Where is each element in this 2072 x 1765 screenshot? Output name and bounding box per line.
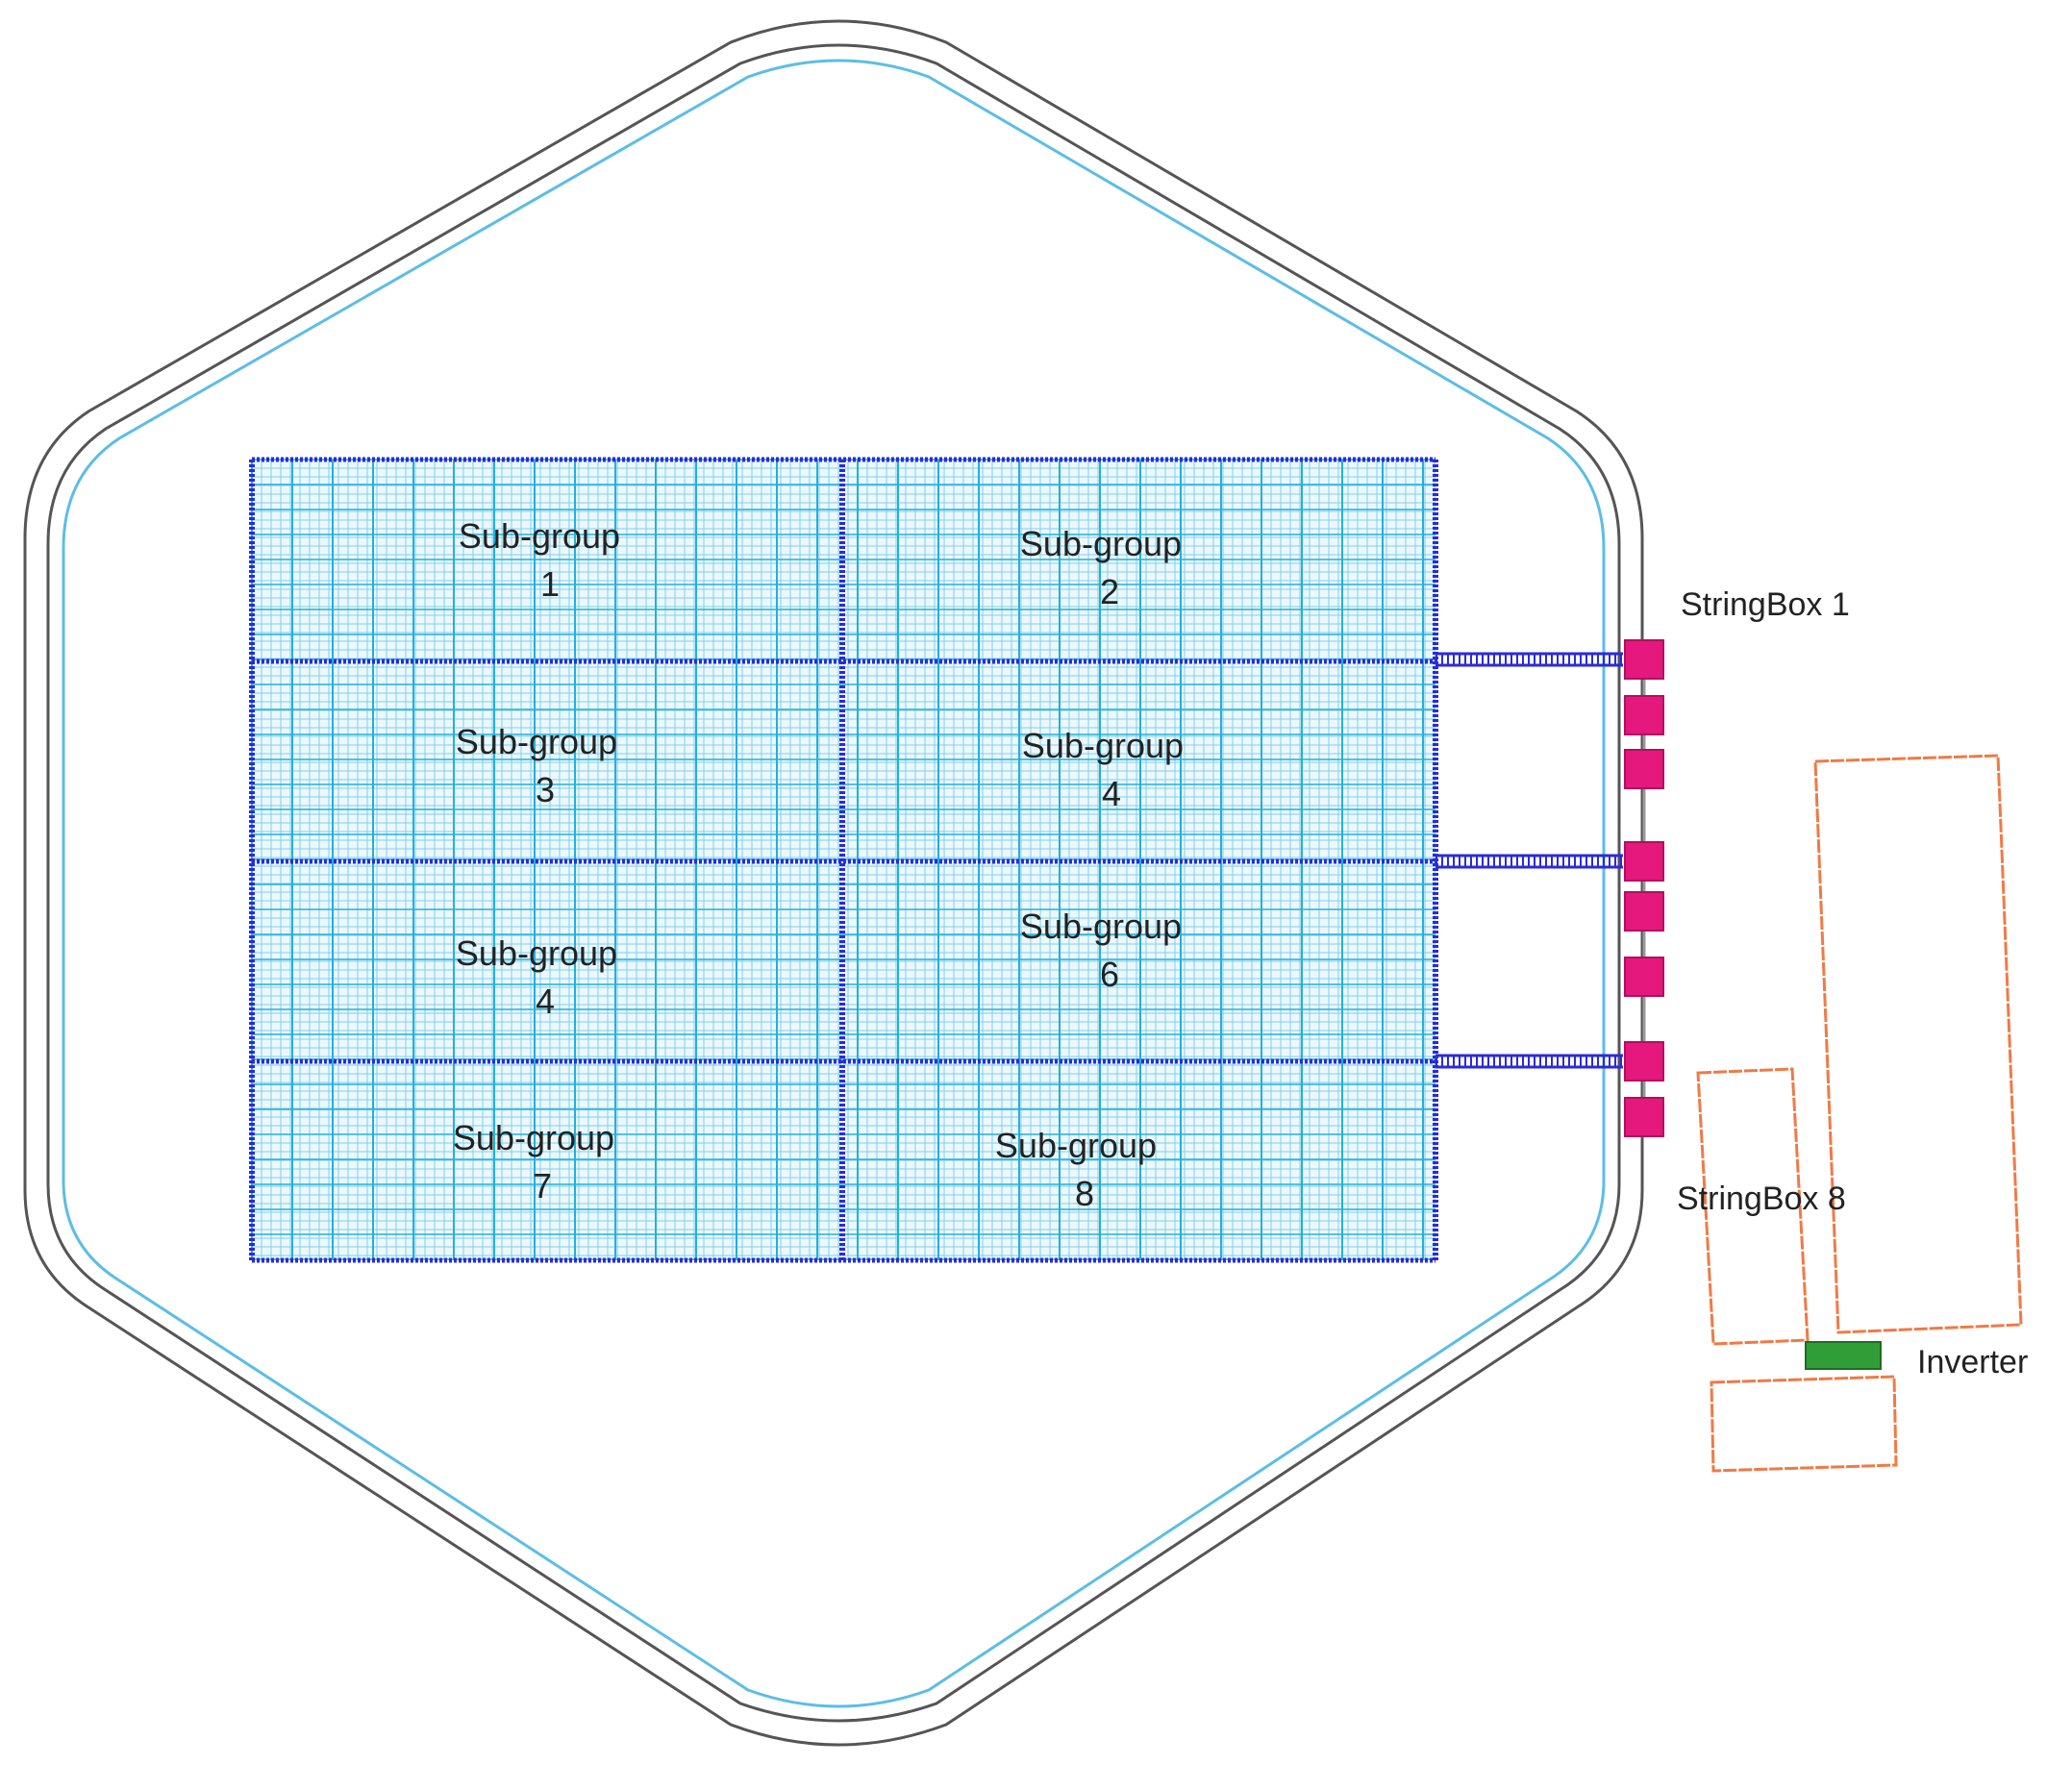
subgroup-title: Sub-group xyxy=(1020,524,1182,563)
pond-water-edge xyxy=(62,59,1606,1708)
subgroup-number: 6 xyxy=(1100,955,1119,994)
subgroup-number: 3 xyxy=(536,770,555,809)
subgroup-label-3: Sub-group 3 xyxy=(456,722,627,809)
pond-boundary xyxy=(23,19,1644,1747)
subgroup-title: Sub-group xyxy=(1022,726,1184,765)
subgroup-label-4-lower: Sub-group 4 xyxy=(456,933,627,1021)
subgroup-title: Sub-group xyxy=(453,1118,614,1157)
subgroup-boundaries xyxy=(249,457,1438,1263)
stringbox-3 xyxy=(1624,749,1664,789)
subgroup-number: 4 xyxy=(1102,774,1121,813)
pond-outer-ring xyxy=(23,19,1644,1747)
subgroup-number: 1 xyxy=(540,564,560,604)
subgroup-label-8: Sub-group 8 xyxy=(995,1126,1166,1213)
stringboxes xyxy=(1624,639,1664,1137)
pond-middle-ring xyxy=(46,43,1621,1723)
building-large xyxy=(1813,754,2023,1334)
stringbox-1 xyxy=(1624,639,1664,680)
subgroup-title: Sub-group xyxy=(456,722,617,761)
subgroup-title: Sub-group xyxy=(456,933,617,973)
subgroup-label-6: Sub-group 6 xyxy=(1020,907,1191,994)
subgroup-label-1: Sub-group 1 xyxy=(459,516,630,604)
stringbox-7 xyxy=(1624,1041,1664,1081)
inverter-box xyxy=(1805,1341,1882,1370)
shore-buildings xyxy=(1696,754,2023,1473)
subgroup-title: Sub-group xyxy=(1020,907,1182,946)
stringbox-2 xyxy=(1624,695,1664,735)
subgroup-number: 2 xyxy=(1100,572,1119,611)
subgroup-title: Sub-group xyxy=(459,516,620,556)
building-bottom xyxy=(1710,1375,1898,1473)
stringbox-last-label: StringBox 8 xyxy=(1677,1181,1846,1217)
building-small xyxy=(1696,1067,1810,1346)
stringbox-first-label: StringBox 1 xyxy=(1681,586,1850,623)
subgroup-title: Sub-group xyxy=(995,1126,1157,1165)
subgroup-number: 4 xyxy=(536,982,555,1021)
stringbox-6 xyxy=(1624,957,1664,997)
pv-array xyxy=(249,457,1438,1263)
stringbox-5 xyxy=(1624,891,1664,932)
stringbox-4 xyxy=(1624,841,1664,882)
subgroup-label-4-upper: Sub-group 4 xyxy=(1022,726,1193,813)
inverter-label: Inverter xyxy=(1917,1344,2028,1380)
subgroup-labels: Sub-group 1 Sub-group 2 Sub-group 3 Sub-… xyxy=(453,516,1193,1213)
stringbox-8 xyxy=(1624,1097,1664,1137)
subgroup-number: 8 xyxy=(1075,1174,1094,1213)
subgroup-number: 7 xyxy=(533,1166,552,1206)
subgroup-label-2: Sub-group 2 xyxy=(1020,524,1191,611)
dc-cables xyxy=(1435,652,1623,1069)
subgroup-label-7: Sub-group 7 xyxy=(453,1118,624,1206)
